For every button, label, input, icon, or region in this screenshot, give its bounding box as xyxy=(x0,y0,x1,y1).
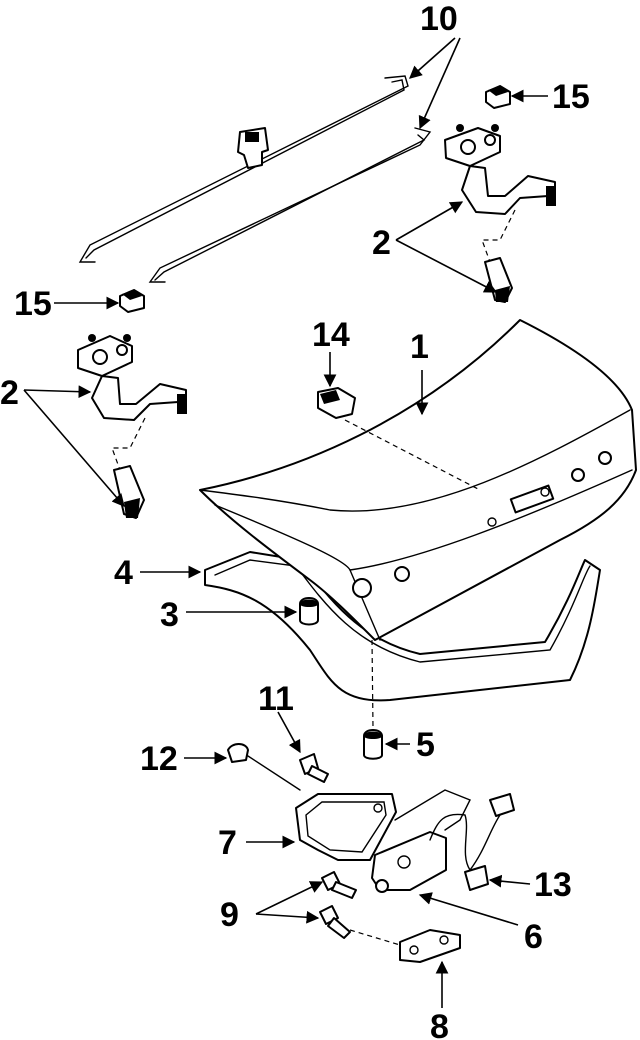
callout-9: 9 xyxy=(220,896,239,934)
trunk-lid xyxy=(199,319,637,641)
lid-bumper-clip xyxy=(317,387,356,419)
callout-1: 1 xyxy=(410,328,429,366)
bolt-11 xyxy=(299,753,329,783)
callout-5: 5 xyxy=(416,726,435,764)
callout-15-right-nut: 15 xyxy=(552,78,590,116)
callout-labels: 1 2 2 3 4 5 6 7 8 9 10 11 12 13 14 15 15 xyxy=(0,0,590,1040)
trunk-bumper xyxy=(363,639,383,760)
striker xyxy=(349,929,461,963)
lock-housing xyxy=(295,793,397,861)
wire-connector xyxy=(429,793,515,891)
callout-8: 8 xyxy=(430,1008,449,1040)
leader-lines xyxy=(23,37,548,1008)
callout-15-left-nut: 15 xyxy=(14,285,52,323)
latch xyxy=(371,789,471,893)
callout-13: 13 xyxy=(534,866,572,904)
callout-3: 3 xyxy=(160,596,179,634)
callout-2-right-hinge: 2 xyxy=(372,224,391,262)
bolts-9 xyxy=(319,871,357,939)
callout-12: 12 xyxy=(140,740,178,778)
nut-left xyxy=(119,289,145,313)
callout-7: 7 xyxy=(218,824,237,862)
right-hinge xyxy=(444,124,556,303)
nut-right xyxy=(485,85,511,109)
callout-14: 14 xyxy=(312,316,350,354)
callout-6: 6 xyxy=(524,918,543,956)
left-hinge xyxy=(77,334,187,519)
callout-2-left-hinge: 2 xyxy=(0,374,19,412)
callout-11: 11 xyxy=(258,680,294,718)
callout-10: 10 xyxy=(420,0,458,38)
screw-12 xyxy=(227,743,301,791)
torsion-rods xyxy=(78,75,432,283)
callout-4: 4 xyxy=(114,554,133,592)
lid-bumper xyxy=(299,597,319,626)
